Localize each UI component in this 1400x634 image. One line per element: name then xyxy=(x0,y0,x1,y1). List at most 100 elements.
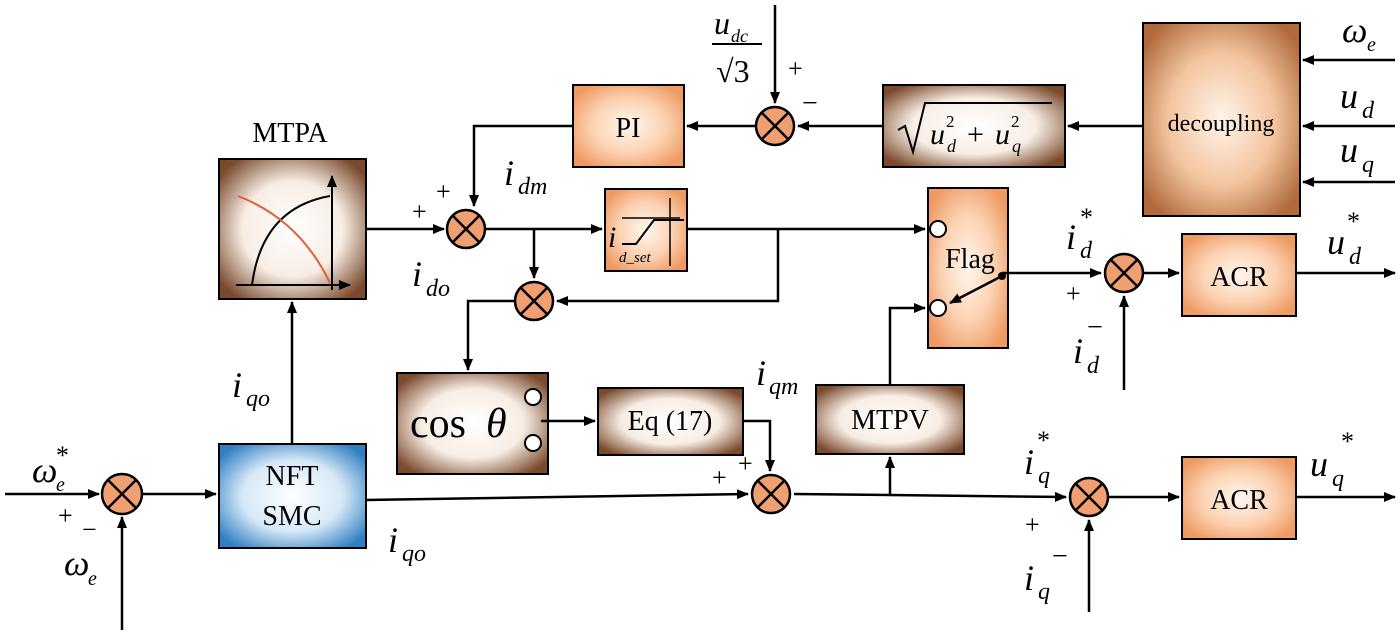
ido-plus: + xyxy=(412,197,427,226)
pi-block xyxy=(572,84,685,168)
svg-text:d: d xyxy=(1362,98,1375,124)
svg-text:u: u xyxy=(1310,444,1328,484)
svg-text:i: i xyxy=(1066,217,1076,257)
flag-input-port-top xyxy=(929,220,947,238)
summer-id-error xyxy=(1103,252,1145,294)
id-ref-label: i d * xyxy=(1066,203,1093,264)
svg-text:q: q xyxy=(1362,152,1374,178)
svg-text:e: e xyxy=(1367,34,1376,56)
svg-text:*: * xyxy=(1037,426,1050,455)
svg-text:q: q xyxy=(1012,136,1021,156)
flag-block xyxy=(927,187,1009,349)
svg-text:*: * xyxy=(1347,207,1360,236)
iq-feedback-label: i q − xyxy=(1024,541,1068,605)
udc-minus: − xyxy=(802,88,818,119)
voltage-magnitude-formula: u d 2 + u q 2 xyxy=(897,102,1052,156)
svg-text:q: q xyxy=(1038,463,1050,489)
summer-iq xyxy=(750,473,792,515)
udc-plus: + xyxy=(788,54,803,83)
svg-text:i: i xyxy=(504,153,514,193)
omega-fb-minus: − xyxy=(82,515,97,544)
id-set-subscript: d_set xyxy=(619,250,651,266)
decoupling-omega-label: ω e xyxy=(1342,10,1376,56)
svg-text:ω: ω xyxy=(64,543,89,583)
omega-ref-label: ω e * xyxy=(32,441,69,496)
svg-text:i: i xyxy=(1024,442,1034,482)
svg-text:qo: qo xyxy=(246,386,270,412)
svg-text:d: d xyxy=(1087,353,1100,379)
svg-text:u: u xyxy=(930,118,945,151)
mtpa-curve-graph xyxy=(236,175,351,290)
svg-text:*: * xyxy=(1341,427,1354,456)
svg-text:d: d xyxy=(1080,238,1093,264)
iq-ref-plus: + xyxy=(1025,510,1040,539)
mtpv-block xyxy=(815,384,965,455)
svg-text:ω: ω xyxy=(1342,10,1367,50)
signal-wires xyxy=(5,5,1396,630)
decoupling-label: decoupling xyxy=(1168,111,1275,137)
flag-switch-arm xyxy=(949,274,1003,305)
svg-text:u: u xyxy=(995,118,1010,151)
svg-text:u: u xyxy=(1340,76,1358,116)
cos-port-top xyxy=(524,388,542,406)
pi-label: PI xyxy=(616,113,641,144)
pi-plus: + xyxy=(436,177,451,206)
svg-text:e: e xyxy=(56,474,65,496)
svg-text:q: q xyxy=(1332,466,1344,492)
eq17-block xyxy=(597,387,744,456)
svg-text:−: − xyxy=(1087,312,1103,343)
summer-omega xyxy=(100,472,144,516)
decoupling-uq-label: u q xyxy=(1340,130,1374,178)
acr-d-label: ACR xyxy=(1210,262,1268,293)
cos-port-bottom xyxy=(524,434,542,452)
svg-text:u: u xyxy=(1327,222,1345,262)
mtpv-label: MTPV xyxy=(851,405,929,436)
uq-ref-label: u q * xyxy=(1310,427,1354,492)
iqm-plus: + xyxy=(738,449,753,478)
ud-ref-label: u d * xyxy=(1327,207,1362,270)
svg-text:d: d xyxy=(1349,244,1362,270)
svg-text:qm: qm xyxy=(769,374,798,400)
flag-label: Flag xyxy=(945,244,995,275)
flag-input-port-bottom xyxy=(929,299,947,317)
eq17-label: Eq (17) xyxy=(628,406,713,437)
svg-text:+: + xyxy=(967,118,984,151)
svg-text:dm: dm xyxy=(518,174,547,200)
idm-label: i dm xyxy=(504,153,547,200)
svg-text:−: − xyxy=(1052,541,1068,572)
iqo-plus: + xyxy=(712,463,727,492)
svg-text:i: i xyxy=(756,353,766,393)
svg-text:u: u xyxy=(714,5,730,41)
cos-theta-block xyxy=(396,372,549,475)
summer-udc xyxy=(754,105,796,147)
svg-text:q: q xyxy=(1038,579,1050,605)
theta-label: θ xyxy=(486,401,507,447)
svg-text:i: i xyxy=(1024,558,1034,598)
svg-text:2: 2 xyxy=(1011,112,1020,131)
summer-idm xyxy=(445,208,487,250)
id-set-limiter-graph xyxy=(622,198,684,266)
nft-smc-block xyxy=(218,443,367,549)
summer-iq-error xyxy=(1068,476,1110,518)
id-set-label: i xyxy=(608,221,616,254)
udc-fraction-label: u dc √3 xyxy=(712,5,762,89)
svg-text:qo: qo xyxy=(402,541,426,567)
id-feedback-label: i d − xyxy=(1073,312,1103,379)
omega-ref-plus: + xyxy=(58,501,73,530)
smc-label: SMC xyxy=(262,501,321,532)
cos-label: cos xyxy=(410,401,466,447)
svg-text:i: i xyxy=(1073,331,1083,371)
mtpa-label: MTPA xyxy=(252,118,328,149)
svg-text:i: i xyxy=(232,365,242,405)
svg-text:i: i xyxy=(388,520,398,560)
decoupling-block xyxy=(1142,22,1301,217)
iq-ref-label: i q * xyxy=(1024,426,1050,489)
svg-text:*: * xyxy=(56,441,69,470)
omega-feedback-label: ω e xyxy=(64,543,97,590)
acr-d-block xyxy=(1181,233,1297,317)
svg-text:ω: ω xyxy=(32,450,57,490)
iqo-label: i qo xyxy=(388,520,426,567)
svg-text:2: 2 xyxy=(946,112,955,131)
ido-label: i do xyxy=(412,254,450,302)
